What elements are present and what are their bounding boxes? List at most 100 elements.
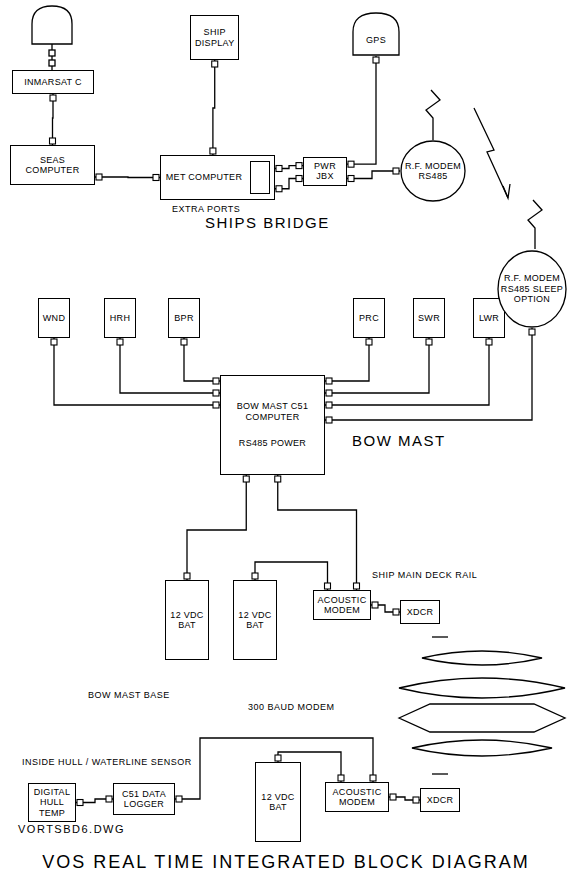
node-text: ACOUSTIC MODEM: [317, 595, 367, 616]
node-text: MET COMPUTER: [166, 172, 242, 182]
node-text: PRC: [359, 313, 379, 323]
node-text: C51 DATA LOGGER: [117, 789, 171, 810]
node-text: 12 VDC BAT: [237, 610, 273, 631]
computer-box: SEAS COMPUTER: [10, 145, 95, 185]
port-square: [426, 339, 432, 345]
node-text: XDCR: [427, 795, 454, 805]
diagram-title: VOS REAL TIME INTEGRATED BLOCK DIAGRAM: [0, 852, 572, 873]
port-square: [276, 186, 282, 192]
port-label: EXTRA PORTS: [172, 204, 240, 214]
port-square: [252, 573, 258, 579]
gps-dome: GPS: [352, 12, 400, 56]
port-square: [366, 339, 372, 345]
port-square: [276, 166, 282, 172]
port-square: [49, 50, 55, 56]
acoustic-wave: [412, 740, 552, 756]
cable: [187, 475, 246, 580]
logger-box: C51 DATA LOGGER: [113, 783, 175, 815]
cable: [347, 171, 400, 179]
node-text: RS485 POWER: [239, 438, 306, 448]
display-box: SHIP DISPLAY: [190, 15, 239, 60]
node-text: HRH: [110, 313, 130, 323]
sensor-box: WND: [38, 298, 70, 338]
port-square: [348, 176, 354, 182]
node-text: 12 VDC BAT: [169, 610, 205, 631]
node-text: BOW MAST C51 COMPUTER: [224, 401, 321, 422]
port-square: [49, 60, 55, 66]
port-square: [326, 378, 332, 384]
link-label: 300 BAUD MODEM: [248, 702, 335, 712]
node-text: GPS: [366, 35, 386, 45]
location-label: SHIP MAIN DECK RAIL: [372, 570, 477, 580]
sensor-box: DIGITAL HULL TEMP: [28, 783, 76, 822]
acoustic-wave: [422, 651, 542, 665]
node-text: ACOUSTIC MODEM: [329, 787, 385, 808]
node-text: R.F. MODEM RS485: [403, 161, 463, 182]
sensor-box: BPR: [168, 298, 200, 338]
cable: [184, 338, 220, 381]
node-text: SEAS COMPUTER: [14, 155, 91, 176]
port-square: [325, 583, 331, 589]
cable: [325, 338, 369, 381]
dome-outline: [352, 12, 400, 56]
port-square: [393, 609, 399, 615]
modem-circle: R.F. MODEM RS485: [400, 140, 466, 202]
port-square: [213, 378, 219, 384]
port-square: [354, 583, 360, 589]
acoustic-wave: [399, 704, 565, 732]
port-square: [51, 339, 57, 345]
cable: [213, 60, 215, 155]
terminal-box: INMARSAT C: [12, 70, 94, 94]
modem-circle: R.F. MODEM RS485 SLEEP OPTION: [497, 250, 567, 328]
node-text: DIGITAL HULL TEMP: [32, 787, 72, 818]
node-text: BPR: [174, 313, 193, 323]
transducer-face: [432, 773, 448, 774]
cable: [278, 475, 357, 590]
port-square: [77, 800, 83, 806]
port-square: [50, 95, 56, 101]
computer-box: BOW MAST C51 COMPUTER RS485 POWER: [220, 375, 325, 475]
transducer-box: XDCR: [400, 600, 440, 624]
radio-antenna: [528, 200, 542, 249]
cable: [347, 56, 376, 164]
node-text: R.F. MODEM RS485 SLEEP OPTION: [500, 273, 564, 304]
port-square: [413, 797, 419, 803]
transducer-face: [432, 636, 448, 637]
port-square: [96, 174, 102, 180]
port-square: [373, 57, 379, 63]
node-text: XDCR: [407, 607, 434, 617]
port-square: [348, 161, 354, 167]
port-square: [338, 775, 344, 781]
node-text: SWR: [418, 313, 440, 323]
port-square: [213, 402, 219, 408]
port-square: [486, 339, 492, 345]
port-square: [296, 163, 302, 169]
port-square: [393, 168, 399, 174]
cable: [325, 338, 429, 393]
transducer-box: XDCR: [420, 788, 460, 812]
port-square: [243, 476, 249, 482]
node-text: LWR: [479, 313, 499, 323]
sensor-box: SWR: [413, 298, 445, 338]
node-text: INMARSAT C: [24, 77, 82, 87]
modem-box: ACOUSTIC MODEM: [325, 782, 389, 812]
port-square: [372, 602, 378, 608]
radio-antenna: [426, 90, 440, 140]
radio-link-symbol: [474, 108, 508, 198]
node-text: 12 VDC BAT: [259, 792, 297, 813]
acoustic-wave: [399, 678, 565, 698]
sensor-box: HRH: [104, 298, 136, 338]
battery-box: 12 VDC BAT: [165, 580, 209, 660]
port-square: [176, 796, 182, 802]
port-square: [117, 339, 123, 345]
cable: [95, 176, 160, 178]
port-square: [106, 796, 112, 802]
battery-box: 12 VDC BAT: [255, 762, 301, 842]
sensor-box: PRC: [353, 298, 385, 338]
port-square: [370, 775, 376, 781]
location-label: BOW MAST BASE: [88, 690, 170, 700]
port-square: [153, 175, 159, 181]
port-square: [529, 329, 535, 335]
port-square: [50, 138, 56, 144]
